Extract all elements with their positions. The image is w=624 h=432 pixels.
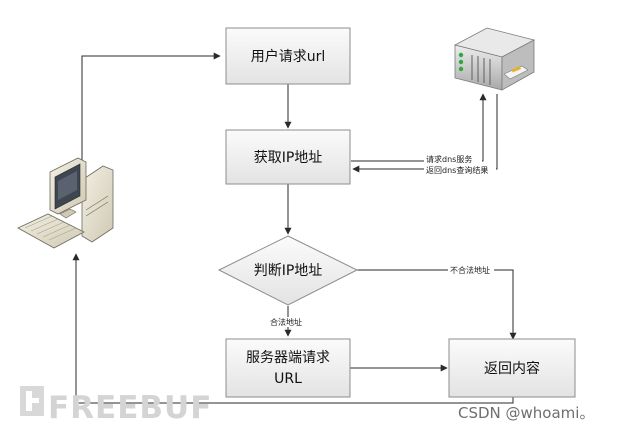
csdn-watermark: CSDN @whoami。 [458,404,594,422]
node-get-ip: 获取IP地址 [225,129,351,185]
node-get-ip-label: 获取IP地址 [254,150,323,166]
dns-result-label-bg [424,165,496,175]
node-server-request-line1: 服务器端请求 [246,350,330,366]
dns-request-label-bg [424,154,482,164]
connectors [72,52,517,404]
freebuf-watermark: FREEBUF [20,386,212,426]
dns-server-icon [453,27,536,91]
node-return-content: 返回内容 [448,338,576,398]
edge-dns-request [351,93,487,162]
edge-judge-to-return-illegal [357,269,517,340]
edge-return-to-computer [72,253,514,404]
desktop-computer-icon [17,157,114,249]
legal-label-bg [268,317,308,327]
dns-result-label: 返回dns查询结果 [426,165,488,175]
legal-label: 合法地址 [270,317,302,327]
node-return-content-label: 返回内容 [484,360,540,377]
node-judge-ip-label: 判断IP地址 [254,263,323,279]
illegal-label: 不合法地址 [450,265,490,275]
node-request-url-label: 用户请求url [251,48,326,65]
node-judge-ip: 判断IP地址 [217,235,359,306]
freebuf-logo-icon [20,386,44,416]
edge-dns-result [352,94,498,173]
freebuf-watermark-text: FREEBUF [48,390,212,426]
illegal-label-bg [448,265,494,275]
dns-request-label: 请求dns服务 [426,154,472,164]
node-server-request: 服务器端请求 URL [225,338,351,398]
edge-computer-to-request [81,52,221,160]
node-server-request-line2: URL [274,371,302,387]
node-request-url: 用户请求url [225,27,351,85]
